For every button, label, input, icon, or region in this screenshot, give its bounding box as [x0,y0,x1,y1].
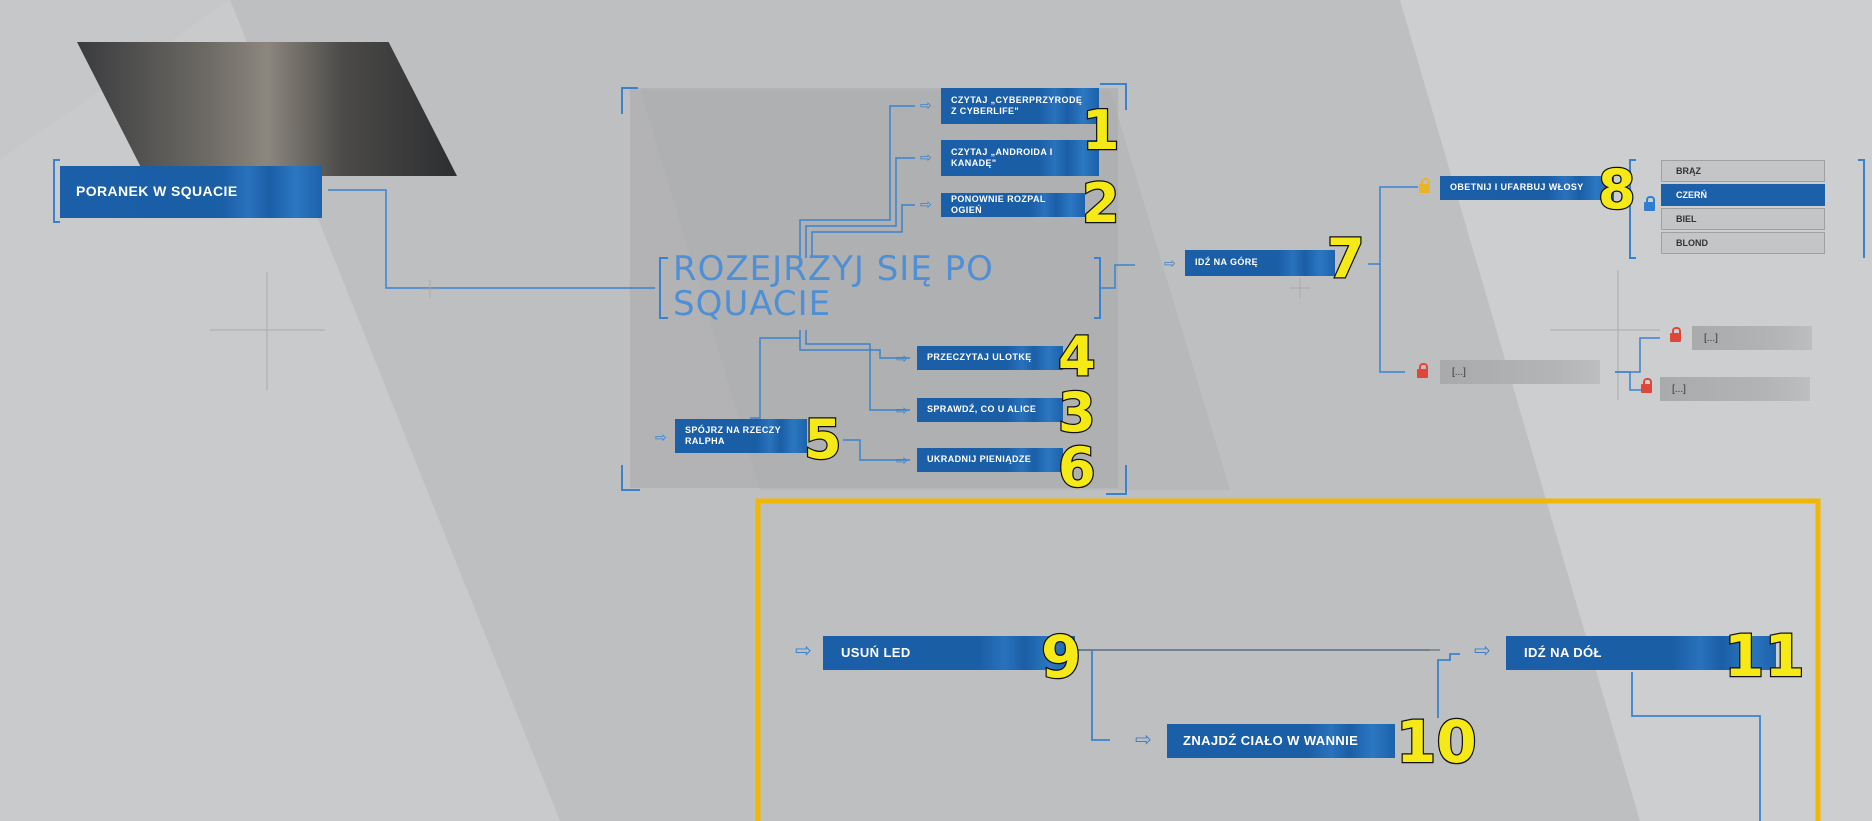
marker-7: 7 [1326,227,1366,290]
node-rekindle-fire[interactable]: PONOWNIE ROZPAL OGIEŃ [941,193,1085,217]
locked-node: [...] [1692,326,1812,350]
arrow-right-icon: ⇨ [1135,729,1152,751]
node-go-downstairs[interactable]: IDŹ NA DÓŁ [1506,636,1776,670]
hair-option-braz[interactable]: BRĄZ [1661,160,1825,182]
marker-3: 3 [1057,381,1097,444]
marker-6: 6 [1057,436,1097,499]
arrow-right-icon: ⇨ [1474,640,1491,662]
hair-option-biel[interactable]: BIEL [1661,208,1825,230]
hair-option-blond[interactable]: BLOND [1661,232,1825,254]
node-find-body-bathtub[interactable]: ZNAJDŹ CIAŁO W WANNIE [1167,724,1395,758]
node-remove-led[interactable]: USUŃ LED [823,636,1075,670]
arrow-right-icon: ⇨ [920,97,932,113]
marker-5: 5 [803,408,843,471]
chapter-thumbnail [77,42,457,176]
chapter-title: PORANEK W SQUACIE [60,166,322,218]
marker-11: 11 [1723,622,1806,690]
hub-title-line2: SQUACIE [673,283,832,324]
arrow-right-icon: ⇨ [896,350,908,366]
node-check-alice[interactable]: SPRAWDŹ, CO U ALICE [917,398,1063,422]
arrow-right-icon: ⇨ [920,196,932,212]
marker-4: 4 [1057,325,1097,388]
arrow-right-icon: ⇨ [896,452,908,468]
marker-1: 1 [1081,99,1121,162]
arrow-right-icon: ⇨ [920,149,932,165]
node-read-flyer[interactable]: PRZECZYTAJ ULOTKĘ [917,346,1063,370]
lock-icon [1644,196,1655,211]
locked-node: [...] [1660,377,1810,401]
node-cut-dye-hair[interactable]: OBETNIJ I UFARBUJ WŁOSY [1440,176,1614,200]
locked-node: [...] [1440,360,1600,384]
marker-2: 2 [1081,172,1121,235]
arrow-right-icon: ⇨ [655,429,667,445]
arrow-right-icon: ⇨ [795,640,812,662]
lock-icon [1641,378,1652,393]
hair-option-czern[interactable]: CZERŃ [1661,184,1825,206]
marker-9: 9 [1040,623,1083,691]
node-steal-money[interactable]: UKRADNIJ PIENIĄDZE [917,448,1063,472]
arrow-right-icon: ⇨ [1164,255,1176,271]
lock-icon [1670,327,1681,342]
hub-title-line1: ROZEJRZYJ SIĘ PO [673,249,994,289]
hub-title: ROZEJRZYJ SIĘ PO SQUACIE [673,252,994,321]
node-go-upstairs[interactable]: IDŹ NA GÓRĘ [1185,250,1335,276]
arrow-right-icon: ⇨ [896,402,908,418]
lock-icon [1419,178,1430,193]
lock-icon [1417,363,1428,378]
marker-8: 8 [1597,158,1637,221]
marker-10: 10 [1395,708,1478,776]
